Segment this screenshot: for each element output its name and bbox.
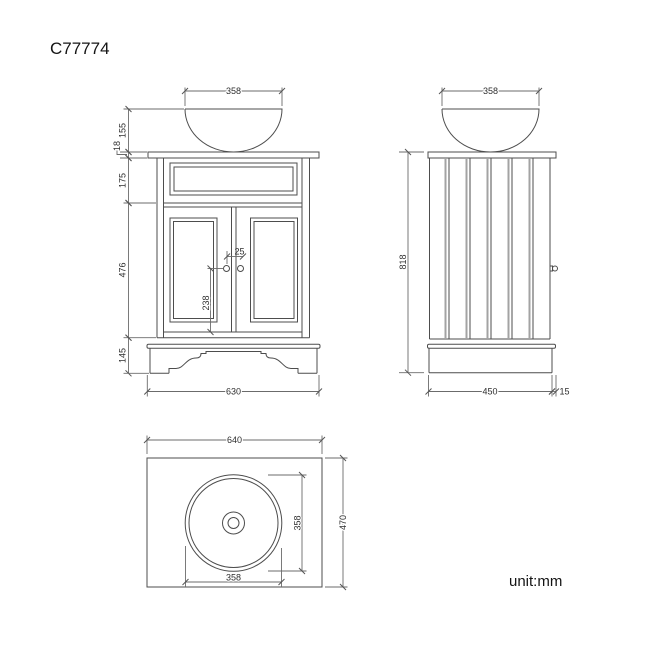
side-panel-grooves	[444, 158, 534, 339]
dim-label: 358	[293, 515, 303, 530]
front-countertop	[147, 151, 320, 159]
dim-label: 175	[118, 173, 128, 188]
side-basin-bowl	[441, 108, 540, 153]
top-dim-basin-horizontal: 358	[182, 546, 285, 587]
front-view: 358 155 18 175 476 145 630	[111, 85, 323, 398]
dim-label: 476	[118, 262, 128, 277]
dim-label: 640	[227, 435, 242, 445]
top-basin-outer-circle	[184, 474, 283, 572]
dim-label: 155	[118, 123, 128, 138]
dim-label: 358	[483, 86, 498, 96]
leader-line	[116, 150, 127, 155]
dim-label: 450	[482, 387, 497, 397]
front-dim-width: 630	[143, 375, 323, 398]
side-dim-depth: 450 15	[425, 375, 570, 398]
left-door-panel-outer	[169, 217, 218, 323]
dim-label: 145	[118, 348, 128, 363]
drawer-panel-outer	[169, 162, 298, 196]
top-plan-view: 640 470 358 358	[143, 434, 349, 591]
side-knob	[552, 265, 558, 272]
dim-label: 818	[398, 254, 408, 269]
front-dim-handle-gap: 25	[223, 247, 247, 264]
front-dim-handle-height: 238	[200, 265, 224, 336]
top-countertop-outline	[146, 457, 323, 588]
side-dim-height: 818	[397, 148, 424, 377]
dim-label: 470	[338, 515, 348, 530]
side-dim-basin-width: 358	[438, 85, 543, 106]
top-dim-width: 640	[143, 434, 326, 454]
top-basin-rim-circle	[188, 478, 279, 568]
front-dim-left-column: 155 18 175 476 145	[111, 105, 184, 377]
top-dim-depth: 470	[325, 454, 349, 591]
side-plinth-moulding	[427, 343, 556, 349]
dim-label: 15	[559, 387, 569, 397]
right-door-knob	[237, 265, 244, 272]
product-code: C77774	[50, 39, 110, 58]
drawer-panel-inner	[173, 166, 294, 192]
side-countertop	[427, 151, 557, 159]
dim-label: 238	[201, 295, 211, 310]
plinth-arch-cutout	[168, 351, 299, 374]
right-door-panel-outer	[250, 217, 298, 323]
unit-label: unit:mm	[509, 573, 562, 590]
dim-label: 358	[226, 573, 241, 583]
dim-label: 25	[234, 247, 244, 257]
front-basin-bowl	[184, 108, 283, 153]
right-door-panel-inner	[253, 221, 295, 319]
plinth-moulding	[146, 343, 321, 349]
side-view: 358 818 450 15	[397, 85, 570, 398]
top-drain-inner-circle	[227, 517, 240, 529]
dim-label: 630	[226, 387, 241, 397]
top-dim-basin-vertical: 358	[268, 471, 307, 575]
left-door-knob	[223, 265, 230, 272]
dim-label: 18	[112, 141, 122, 151]
top-drain-outer-circle	[222, 511, 245, 535]
front-dim-basin-width: 358	[181, 85, 286, 106]
dim-label: 358	[226, 86, 241, 96]
